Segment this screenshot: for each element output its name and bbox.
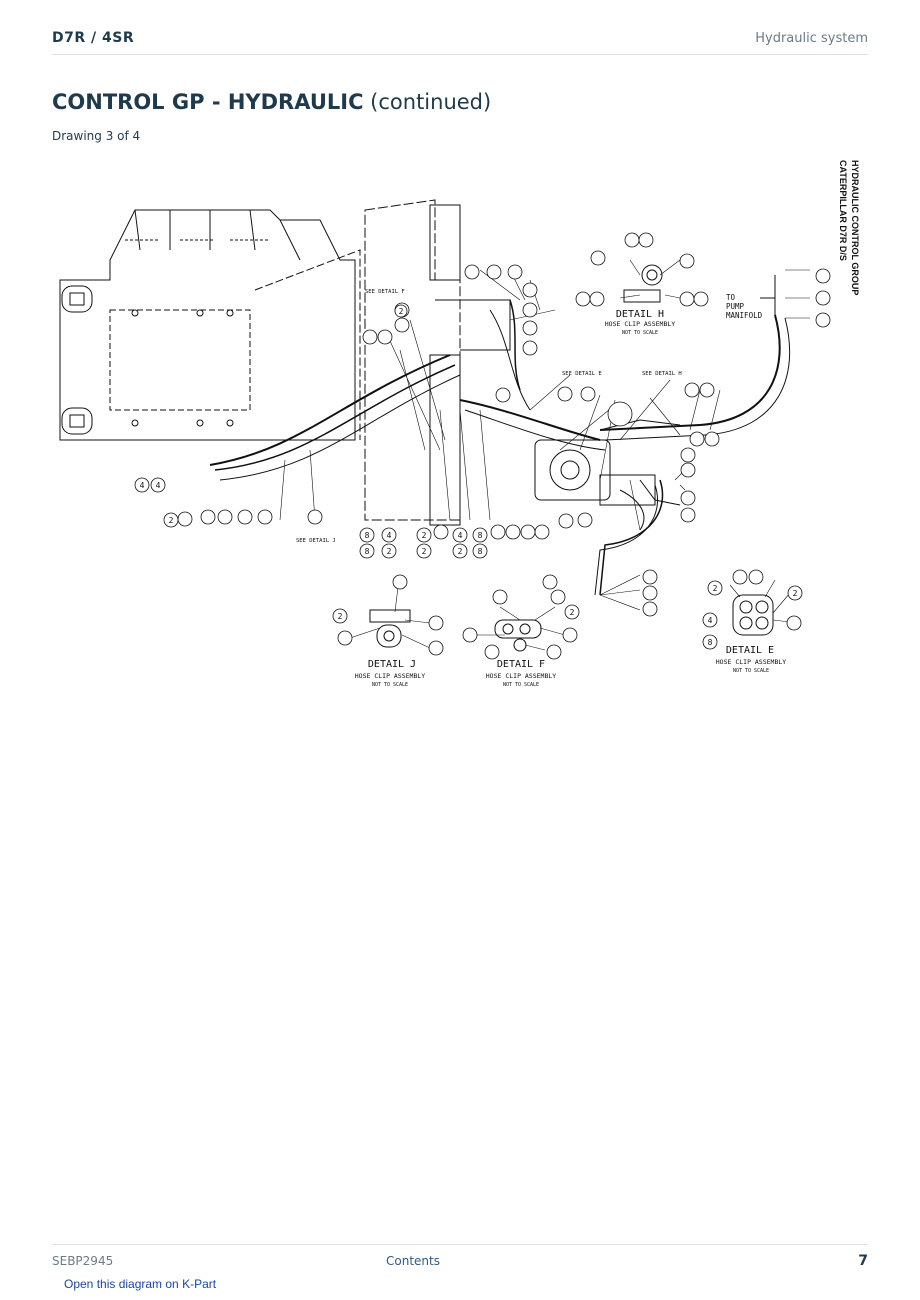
section-label: Hydraulic system [755,31,868,46]
page-number: 7 [858,1253,868,1269]
see-detail-h-note: SEE DETAIL H [642,371,682,377]
pump-manifold-label-2: PUMP [726,302,745,311]
return-pipe [599,479,664,596]
open-k-part-link[interactable]: Open this diagram on K-Part [64,1277,217,1291]
callout-4: 4 [387,531,392,540]
contents-link[interactable]: Contents [386,1254,440,1268]
hydraulic-control-diagram: 2 4 4 2 8 8 4 2 2 2 4 2 8 8 2 2 2 4 8 2 … [59,160,860,688]
see-detail-e-note: SEE DETAIL E [562,371,602,377]
callout-8: 8 [478,531,483,540]
callout-2: 2 [713,584,718,593]
callout-2: 2 [399,307,404,316]
callout-2: 2 [422,531,427,540]
callout-8: 8 [365,547,370,556]
callout-8: 8 [708,638,713,647]
callout-2: 2 [422,547,427,556]
hose-1 [209,354,451,466]
page-title: CONTROL GP - HYDRAULIC (continued) [52,90,491,114]
see-detail-j-note: SEE DETAIL J [296,538,336,544]
document-id: SEBP2945 [52,1254,114,1268]
callout-4: 4 [458,531,463,540]
detail-f-line2: NOT TO SCALE [503,682,539,688]
drawing-vertical-subtitle: CATERPILLAR D7R D/S [838,160,848,261]
detail-h-line1: HOSE CLIP ASSEMBLY [605,320,676,328]
callout-4: 4 [140,481,145,490]
detail-e-line1: HOSE CLIP ASSEMBLY [716,658,787,666]
frame-inner [109,309,251,411]
title-main: CONTROL GP - HYDRAULIC [52,90,364,114]
callout-2: 2 [458,547,463,556]
callout-8: 8 [365,531,370,540]
detail-h-line2: NOT TO SCALE [622,330,658,336]
callout-2: 2 [387,547,392,556]
drawing-vertical-title: HYDRAULIC CONTROL GROUP [850,160,860,295]
pump-manifold-label-3: MANIFOLD [726,311,763,320]
callout-4: 4 [156,481,161,490]
frame-outline [59,209,356,441]
callout-2: 2 [169,516,174,525]
page-header: D7R / 4SR Hydraulic system [52,28,868,55]
detail-h-title: DETAIL H [616,309,664,320]
callout-2: 2 [338,612,343,621]
callout-2: 2 [570,608,575,617]
model-label: D7R / 4SR [52,30,135,46]
callout-4: 4 [708,616,713,625]
detail-e-title: DETAIL E [726,645,774,656]
detail-f-line1: HOSE CLIP ASSEMBLY [486,672,557,680]
page-footer: SEBP2945 Contents 7 [52,1244,868,1275]
detail-j-line2: NOT TO SCALE [372,682,408,688]
drawing-number: Drawing 3 of 4 [52,129,141,143]
detail-e-line2: NOT TO SCALE [733,668,769,674]
callout-8: 8 [478,547,483,556]
pump-manifold-label-1: TO [726,293,736,302]
callout-2: 2 [793,589,798,598]
title-suffix: (continued) [363,90,492,114]
detail-j-title: DETAIL J [368,659,416,670]
detail-f-title: DETAIL F [497,659,545,670]
see-detail-f-note: SEE DETAIL F [365,289,405,295]
hose-2 [459,399,601,441]
detail-j-line1: HOSE CLIP ASSEMBLY [355,672,426,680]
